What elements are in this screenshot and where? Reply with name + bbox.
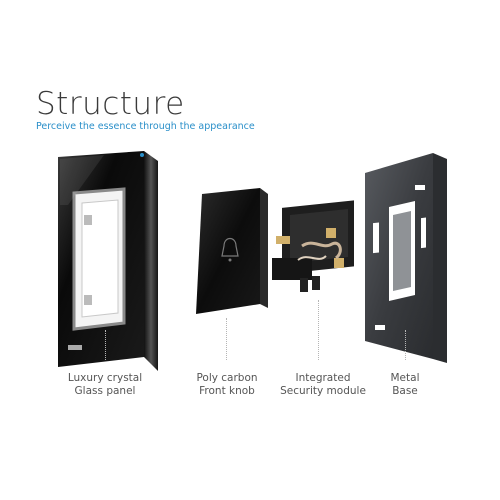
metal-base-image bbox=[355, 145, 465, 370]
glass-panel-image bbox=[44, 145, 172, 373]
part-label-line1: Metal bbox=[390, 372, 420, 384]
part-label-line1: Integrated bbox=[295, 372, 351, 384]
part-label-metal-base: Metal Base bbox=[355, 372, 455, 398]
leader-line-base bbox=[405, 330, 406, 360]
part-label-line2: Base bbox=[392, 385, 418, 397]
leader-line-module bbox=[318, 300, 319, 360]
part-label-line2: Security module bbox=[280, 385, 366, 397]
part-label-front-knob: Poly carbon Front knob bbox=[172, 372, 282, 398]
page-subtitle: Perceive the essence through the appeara… bbox=[36, 121, 255, 132]
part-label-line2: Front knob bbox=[199, 385, 255, 397]
front-knob-image bbox=[188, 180, 273, 320]
part-label-line2: Glass panel bbox=[74, 385, 136, 397]
part-label-line1: Poly carbon bbox=[196, 372, 258, 384]
leader-line-glass bbox=[105, 330, 106, 360]
part-label-line1: Luxury crystal bbox=[67, 372, 143, 384]
leader-line-knob bbox=[226, 318, 227, 360]
part-label-security-module: Integrated Security module bbox=[268, 372, 378, 398]
page-title: Structure bbox=[36, 86, 185, 122]
security-module-image bbox=[262, 200, 372, 310]
part-label-glass-panel: Luxury crystal Glass panel bbox=[50, 372, 160, 398]
